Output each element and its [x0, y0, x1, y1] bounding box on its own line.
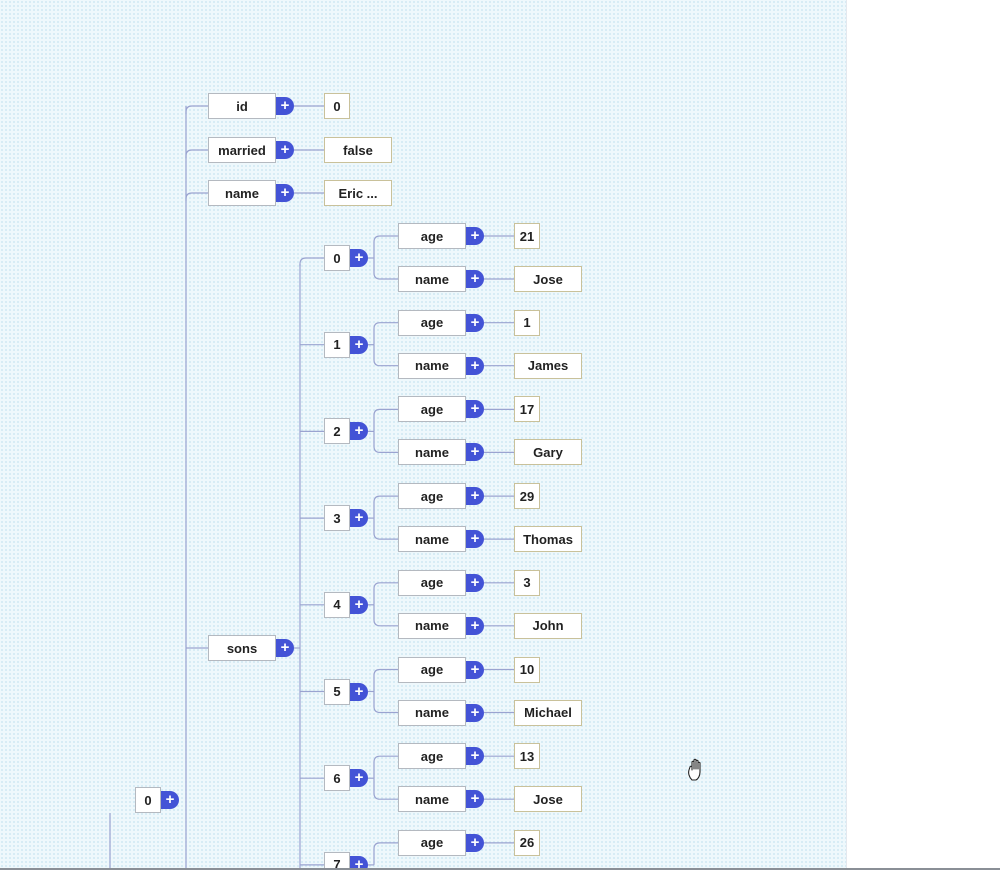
son-7-age-expand-plus-icon[interactable]: + [466, 833, 484, 852]
son-3-name-value[interactable]: Thomas [514, 526, 582, 553]
son-6-name-key[interactable]: name [398, 786, 466, 813]
son-2-name-expand-plus-icon[interactable]: + [466, 443, 484, 462]
son-1-name-key[interactable]: name [398, 352, 466, 379]
son-expand-0-plus-icon[interactable]: + [350, 249, 368, 267]
son-4-age-expand-plus-icon[interactable]: + [466, 573, 484, 592]
son-expand-3-plus-icon[interactable]: + [350, 509, 368, 528]
field-value-id[interactable]: 0 [324, 93, 350, 119]
son-2-name-key[interactable]: name [398, 439, 466, 466]
son-4-name-expand-plus-icon[interactable]: + [466, 616, 484, 635]
son-2-name-connector [373, 431, 398, 453]
son-index-box-0[interactable]: 0 [324, 245, 350, 271]
son-0-age-value[interactable]: 21 [514, 223, 540, 249]
tree-connectors [109, 105, 514, 868]
son-0-name-expand-plus-icon[interactable]: + [466, 270, 484, 288]
son-index-box-7[interactable]: 7 [324, 851, 350, 868]
son-5-name-value[interactable]: Michael [514, 699, 582, 726]
son-0-age-expand-plus-icon[interactable]: + [466, 227, 484, 245]
field-expand-married-plus-icon[interactable]: + [276, 141, 294, 159]
son-0-name-key[interactable]: name [398, 266, 466, 292]
field-connector-name [185, 192, 208, 201]
son-expand-7-plus-icon[interactable]: + [350, 855, 368, 868]
son-4-name-connector [373, 604, 398, 627]
son-expand-1-plus-icon[interactable]: + [350, 335, 368, 354]
son-4-age-value[interactable]: 3 [514, 569, 540, 596]
son-connector-0 [299, 257, 324, 266]
son-2-name-value[interactable]: Gary [514, 439, 582, 466]
son-6-name-expand-plus-icon[interactable]: + [466, 790, 484, 809]
son-expand-2-plus-icon[interactable]: + [350, 422, 368, 441]
son-6-name-connector [373, 778, 398, 800]
field-value-name[interactable]: Eric ... [324, 180, 392, 206]
son-1-name-connector [373, 344, 398, 367]
side-panel [846, 0, 1000, 868]
son-index-box-5[interactable]: 5 [324, 678, 350, 705]
field-key-id[interactable]: id [208, 93, 276, 119]
field-key-married[interactable]: married [208, 137, 276, 163]
son-index-box-4[interactable]: 4 [324, 591, 350, 618]
son-5-name-key[interactable]: name [398, 699, 466, 726]
son-7-age-value[interactable]: 26 [514, 829, 540, 856]
field-connector-id [185, 105, 208, 114]
son-3-age-value[interactable]: 29 [514, 483, 540, 510]
sons-key-box[interactable]: sons [208, 635, 276, 661]
root-node-expand-plus-icon[interactable]: + [161, 791, 179, 809]
son-1-name-expand-plus-icon[interactable]: + [466, 356, 484, 375]
son-2-age-value[interactable]: 17 [514, 396, 540, 423]
son-5-age-connector [373, 668, 398, 692]
son-index-box-6[interactable]: 6 [324, 765, 350, 792]
son-6-age-key[interactable]: age [398, 743, 466, 770]
son-3-age-connector [373, 495, 398, 519]
son-expand-5-plus-icon[interactable]: + [350, 682, 368, 701]
field-connector-married [185, 149, 208, 158]
son-4-age-connector [373, 582, 398, 605]
son-3-age-expand-plus-icon[interactable]: + [466, 487, 484, 506]
son-1-age-key[interactable]: age [398, 309, 466, 336]
son-index-box-3[interactable]: 3 [324, 505, 350, 532]
son-0-name-value[interactable]: Jose [514, 266, 582, 292]
son-4-name-value[interactable]: John [514, 612, 582, 639]
field-expand-id-plus-icon[interactable]: + [276, 97, 294, 115]
son-3-name-connector [373, 518, 398, 540]
son-index-box-2[interactable]: 2 [324, 418, 350, 445]
son-3-name-expand-plus-icon[interactable]: + [466, 530, 484, 549]
son-3-name-key[interactable]: name [398, 526, 466, 553]
son-7-age-key[interactable]: age [398, 829, 466, 856]
root-node-box[interactable]: 0 [135, 787, 161, 813]
sons-expand-plus-icon[interactable]: + [276, 639, 294, 657]
son-5-age-value[interactable]: 10 [514, 656, 540, 683]
bottom-border [0, 868, 1000, 870]
son-0-name-connector [373, 258, 398, 280]
son-expand-4-plus-icon[interactable]: + [350, 595, 368, 614]
field-value-married[interactable]: false [324, 137, 392, 163]
son-1-age-connector [373, 322, 398, 345]
son-5-age-key[interactable]: age [398, 656, 466, 683]
son-6-name-value[interactable]: Jose [514, 786, 582, 813]
son-2-age-expand-plus-icon[interactable]: + [466, 400, 484, 419]
son-1-age-expand-plus-icon[interactable]: + [466, 313, 484, 332]
son-0-age-connector [373, 235, 398, 258]
son-4-age-key[interactable]: age [398, 569, 466, 596]
son-0-age-key[interactable]: age [398, 223, 466, 249]
son-5-name-connector [373, 691, 398, 714]
hand-cursor-icon [688, 758, 701, 781]
son-1-name-value[interactable]: James [514, 352, 582, 379]
son-2-age-key[interactable]: age [398, 396, 466, 423]
field-expand-name-plus-icon[interactable]: + [276, 184, 294, 202]
son-6-age-expand-plus-icon[interactable]: + [466, 747, 484, 766]
son-5-age-expand-plus-icon[interactable]: + [466, 660, 484, 679]
son-1-age-value[interactable]: 1 [514, 309, 540, 336]
son-6-age-connector [373, 755, 398, 779]
son-index-box-1[interactable]: 1 [324, 331, 350, 358]
son-expand-6-plus-icon[interactable]: + [350, 769, 368, 788]
field-key-name[interactable]: name [208, 180, 276, 206]
son-3-age-key[interactable]: age [398, 483, 466, 510]
son-6-age-value[interactable]: 13 [514, 743, 540, 770]
son-4-name-key[interactable]: name [398, 612, 466, 639]
son-7-age-connector [373, 842, 398, 865]
son-5-name-expand-plus-icon[interactable]: + [466, 703, 484, 722]
son-2-age-connector [373, 408, 398, 432]
